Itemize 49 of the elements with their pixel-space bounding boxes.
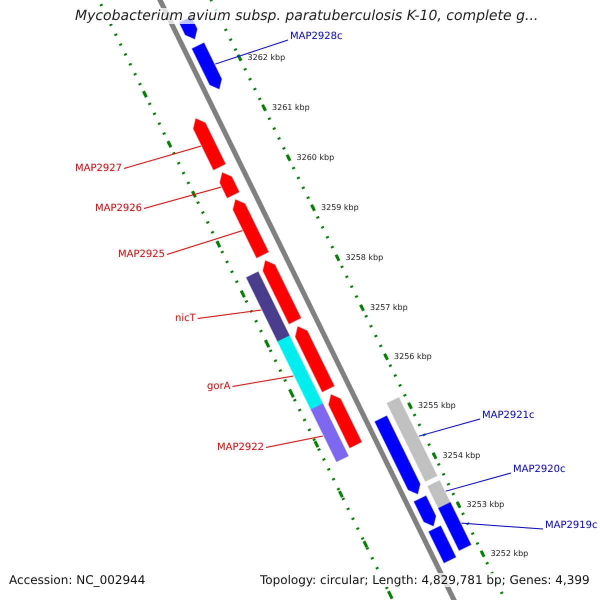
gene-block [262, 260, 302, 324]
gene-label: MAP2926 [95, 203, 142, 214]
gene-block [277, 335, 324, 410]
leader-line [214, 40, 288, 65]
gene-block [246, 271, 290, 342]
gene-block [192, 118, 226, 170]
gene-label: MAP2925 [118, 249, 165, 260]
scale-label: 3261 kbp [272, 102, 310, 112]
gene-block [328, 394, 362, 448]
scale-label: 3255 kbp [418, 400, 456, 410]
summary-text: Topology: circular; Length: 4,829,781 bp; Genes: 4,399 [260, 573, 590, 587]
leader-line [265, 436, 324, 448]
gene-block [219, 172, 240, 198]
gene-block [374, 415, 421, 494]
gene-block [414, 495, 436, 526]
scale-label: 3260 kbp [296, 152, 334, 162]
scale-label: 3258 kbp [346, 252, 384, 262]
gene-block [427, 480, 451, 509]
leader-line [232, 376, 294, 387]
title-text: Mycobacterium avium subsp. paratuberculosis K-10, complete g... [75, 8, 538, 24]
scale-label: 3259 kbp [321, 202, 359, 212]
gene-label: MAP2921c [482, 410, 534, 421]
gene-label: MAP2928c [290, 31, 342, 42]
gene-block [310, 403, 349, 462]
leader-line [197, 310, 262, 319]
gene-block [232, 199, 270, 258]
gene-block [294, 326, 335, 392]
leader-line [166, 230, 243, 255]
gene-block [192, 42, 222, 90]
scale-label: 3254 kbp [442, 450, 480, 460]
scale-label: 3262 kbp [248, 52, 286, 62]
leader-line [418, 418, 480, 437]
leader-line [445, 472, 512, 492]
gene-label: MAP2920c [513, 464, 566, 475]
leader-line [123, 146, 202, 169]
scale-label: 3252 kbp [490, 548, 528, 558]
scale-label: 3256 kbp [394, 352, 432, 361]
gene-label: MAP2927 [75, 163, 122, 174]
leader-line [143, 186, 222, 209]
scale-label: 3253 kbp [466, 500, 504, 509]
gene-block [386, 396, 438, 482]
accession-text: Accession: NC_002944 [9, 573, 146, 587]
gene-label: gorA [207, 381, 230, 392]
gene-label: MAP2922 [217, 442, 264, 453]
leader-line [460, 522, 544, 530]
scale-label: 3257 kbp [370, 302, 408, 312]
gene-label: nicT [175, 313, 196, 324]
gene-block [428, 525, 456, 564]
gene-label: MAP2919c [545, 520, 598, 531]
